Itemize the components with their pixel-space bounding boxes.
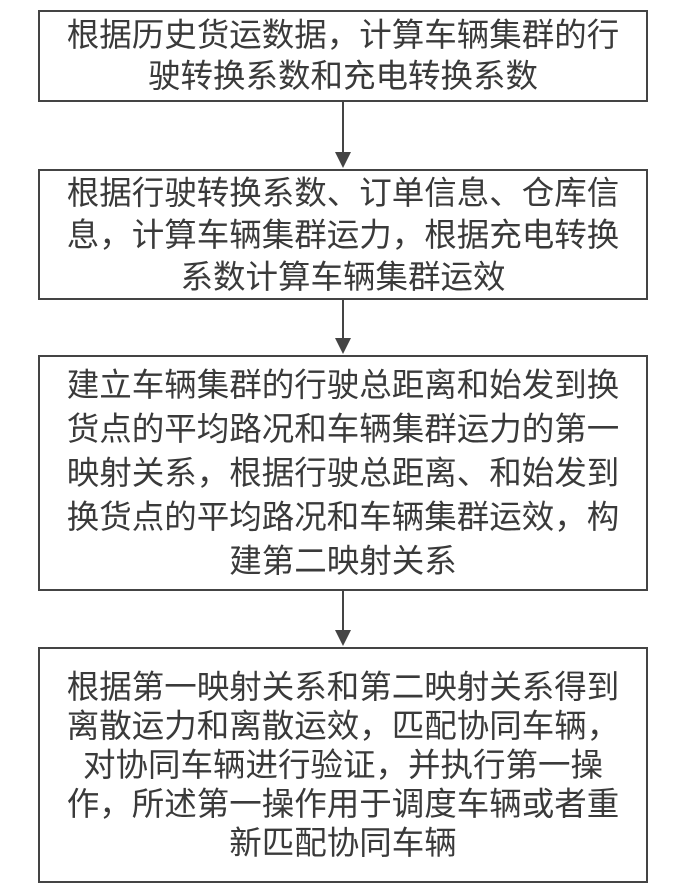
arrow-head-icon (335, 338, 351, 354)
arrow-step1-to-step2 (335, 102, 351, 168)
arrow-step2-to-step3 (335, 300, 351, 354)
arrow-step3-to-step4 (335, 591, 351, 646)
arrow-head-icon (335, 630, 351, 646)
arrow-head-icon (335, 152, 351, 168)
